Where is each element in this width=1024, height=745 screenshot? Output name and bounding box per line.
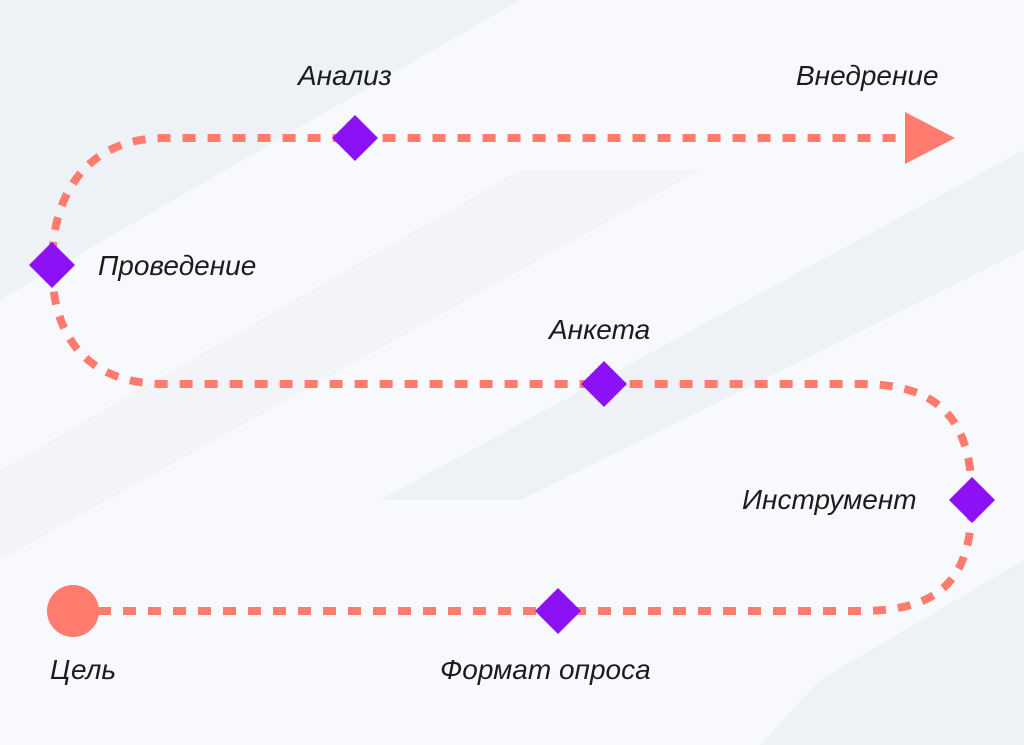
milestone-diamond-icon [29,242,75,288]
milestone-label: Инструмент [742,484,917,515]
milestone-diamond-icon [332,115,378,161]
milestone-diamond-icon [535,588,581,634]
start-circle-icon [47,585,99,637]
milestone-label: Анализ [298,60,392,91]
milestone-label: Анкета [549,314,651,345]
milestone-diamond-icon [581,361,627,407]
start-label: Цель [50,654,117,685]
milestone-label: Формат опроса [440,654,651,685]
milestone-label: Проведение [98,250,257,281]
milestone-diamond-icon [949,477,995,523]
route-path [47,134,977,615]
arrow-end-icon [905,112,955,164]
end-label: Внедрение [796,60,939,91]
